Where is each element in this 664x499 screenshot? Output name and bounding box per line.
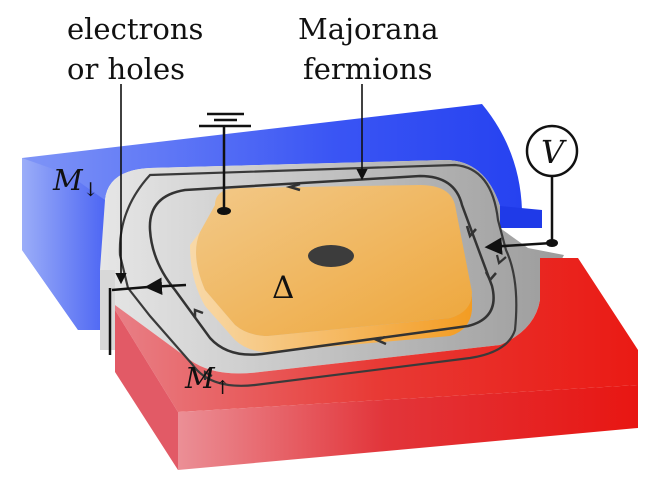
gap-label: Δ — [272, 270, 294, 306]
edge-arrow — [484, 271, 497, 283]
carriers-label-line2: or holes — [67, 52, 185, 86]
carriers-label-line1: electrons — [67, 12, 203, 46]
ferromagnet-down — [22, 104, 542, 330]
ferromagnet-up — [115, 258, 638, 470]
chiral-edge-channel — [118, 163, 518, 387]
voltmeter-label: V — [541, 133, 567, 171]
majorana-label-line2: fermions — [303, 52, 433, 86]
m-down-label: M↓ — [52, 163, 99, 201]
edge-arrow — [465, 225, 477, 239]
ground-icon — [199, 112, 251, 215]
vortex-core — [308, 245, 354, 267]
edge-arrow — [285, 182, 301, 192]
voltmeter-icon — [484, 124, 579, 255]
m-up-label: M↑ — [184, 361, 231, 399]
superconductor-island — [190, 185, 472, 352]
left-lead — [108, 277, 187, 355]
edge-arrow — [193, 308, 204, 318]
edge-arrow — [373, 335, 387, 346]
majorana-label-line1: Majorana — [298, 12, 439, 46]
